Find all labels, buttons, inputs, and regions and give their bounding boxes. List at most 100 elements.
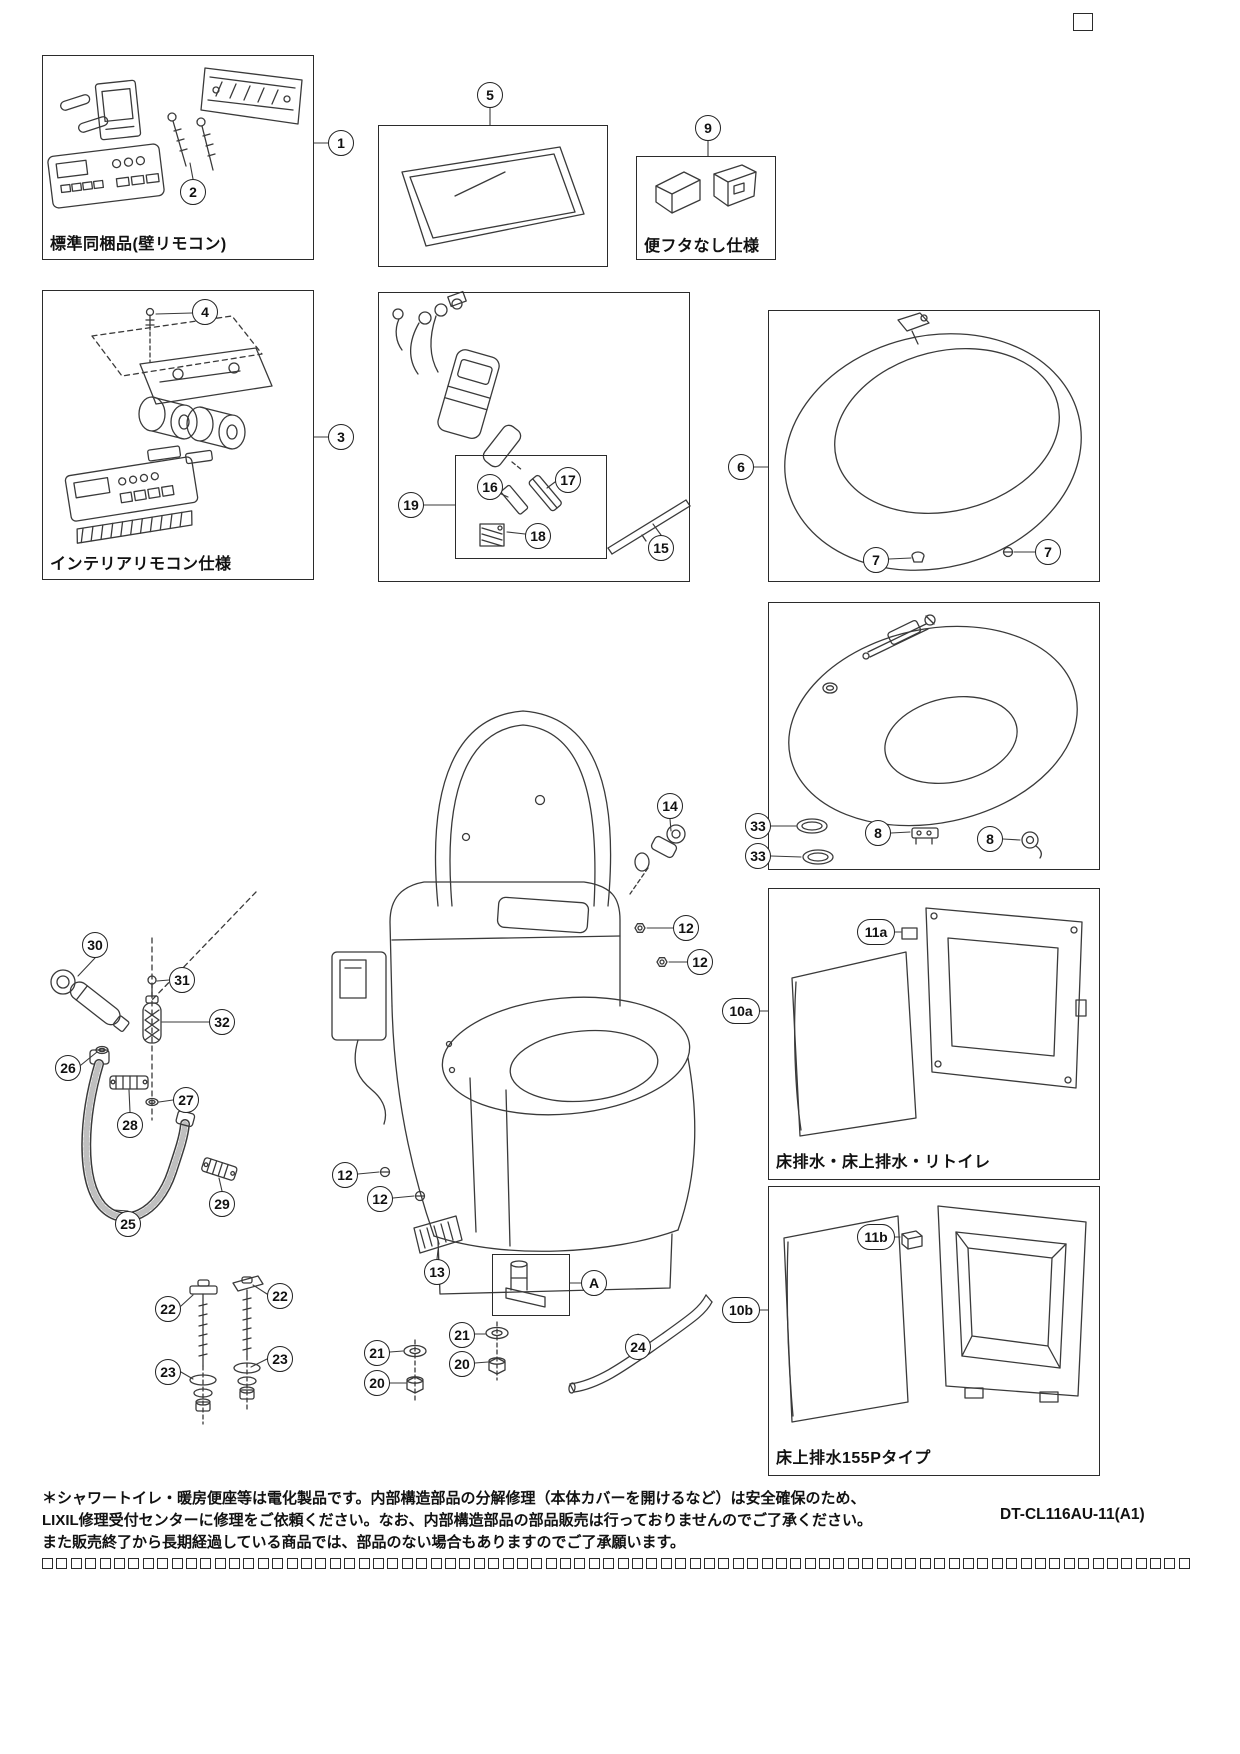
registration-mark — [545, 1558, 557, 1569]
callout-26: 26 — [55, 1055, 81, 1081]
callout-2: 2 — [180, 179, 206, 205]
corner-mark — [1073, 13, 1093, 31]
footnote-line-1: ＊シャワートイレ・暖房便座等は電化製品です。内部構造部品の分解修理（本体カバーを… — [42, 1490, 866, 1507]
caption-interior-remote: インテリアリモコン仕様 — [50, 556, 232, 573]
base-plate-drawing — [401, 146, 585, 247]
registration-mark — [473, 1558, 485, 1569]
registration-marks — [42, 1558, 1198, 1570]
callout-21: 21 — [449, 1322, 475, 1348]
registration-mark — [675, 1558, 687, 1569]
hose-clamp-29-drawing — [201, 1157, 238, 1181]
box-lid — [768, 310, 1100, 582]
registration-mark — [488, 1558, 500, 1569]
registration-mark — [85, 1558, 97, 1569]
lid-screw-icon — [911, 546, 1014, 563]
registration-mark — [157, 1558, 169, 1569]
registration-mark — [804, 1558, 816, 1569]
callout-20: 20 — [449, 1351, 475, 1377]
caption-floor-drain-155p: 床上排水155Pタイプ — [776, 1450, 931, 1467]
registration-mark — [1135, 1558, 1147, 1569]
registration-mark — [272, 1558, 284, 1569]
wall-remote-drawing — [47, 143, 165, 209]
seat-gasket-33-drawing — [796, 818, 834, 865]
registration-mark — [99, 1558, 111, 1569]
registration-mark — [617, 1558, 629, 1569]
nozzle-pipe-16-drawing — [500, 484, 529, 515]
registration-mark — [387, 1558, 399, 1569]
callout-18: 18 — [525, 523, 551, 549]
registration-mark — [401, 1558, 413, 1569]
callout-30: 30 — [82, 932, 108, 958]
registration-mark — [257, 1558, 269, 1569]
registration-mark — [502, 1558, 514, 1569]
footnote: ＊シャワートイレ・暖房便座等は電化製品です。内部構造部品の分解修理（本体カバーを… — [42, 1488, 942, 1553]
callout-13: 13 — [424, 1259, 450, 1285]
footnote-line-2: LIXIL修理受付センターに修理をご依頼ください。なお、内部構造部品の部品販売は… — [42, 1511, 873, 1529]
callout-12: 12 — [673, 915, 699, 941]
interior-remote-parts-drawing — [64, 307, 273, 544]
registration-mark — [876, 1558, 888, 1569]
strainer-13-drawing — [413, 1215, 463, 1254]
registration-mark — [963, 1558, 974, 1569]
callout-22: 22 — [155, 1296, 181, 1322]
box-no-lid — [636, 156, 776, 260]
callout-23: 23 — [267, 1346, 293, 1372]
callout-12: 12 — [332, 1162, 358, 1188]
registration-mark — [128, 1558, 140, 1569]
box-wall-remote — [42, 55, 314, 260]
registration-mark — [113, 1558, 125, 1569]
registration-mark — [1034, 1558, 1046, 1569]
registration-mark — [372, 1558, 384, 1569]
caption-floor-drain: 床排水・床上排水・リトイレ — [776, 1154, 991, 1171]
registration-mark — [660, 1558, 672, 1569]
mounting-plate-drawing — [200, 67, 303, 125]
toilet-seat-drawing — [788, 614, 1078, 865]
registration-mark — [1150, 1558, 1162, 1569]
floor-drain-155p-panels-drawing — [783, 1205, 1087, 1423]
wall-remote-parts-drawing — [47, 67, 303, 209]
box-floor-drain — [768, 888, 1100, 1180]
nut-20-drawing — [488, 1357, 506, 1375]
registration-mark — [315, 1558, 327, 1569]
callout-7: 7 — [1035, 539, 1061, 565]
registration-mark — [761, 1558, 773, 1569]
callout-31: 31 — [169, 967, 195, 993]
callout-6: 6 — [728, 454, 754, 480]
nut-20-drawing — [406, 1376, 424, 1394]
screw-icon — [167, 112, 216, 171]
registration-mark — [747, 1558, 759, 1569]
box-part-a — [492, 1254, 570, 1316]
registration-mark — [689, 1558, 701, 1569]
callout-4: 4 — [192, 299, 218, 325]
toilet-lid-drawing — [784, 312, 1082, 571]
callout-8: 8 — [865, 820, 891, 846]
interior-remote-panel-drawing — [64, 456, 199, 544]
registration-mark — [214, 1558, 226, 1569]
registration-mark — [1049, 1558, 1061, 1569]
floor-drain-panels-drawing — [791, 907, 1087, 1137]
registration-mark — [1063, 1558, 1075, 1569]
callout-23: 23 — [155, 1359, 181, 1385]
registration-mark — [646, 1558, 658, 1569]
registration-mark — [1006, 1558, 1018, 1569]
registration-mark — [56, 1558, 68, 1569]
callout-12: 12 — [367, 1186, 393, 1212]
bolt-22-drawing — [232, 1275, 264, 1357]
registration-mark — [42, 1558, 53, 1569]
caption-wall-remote: 標準同梱品(壁リモコン) — [50, 236, 227, 253]
washer-nut-stack-23-drawing — [233, 1362, 261, 1400]
box-valve-inner — [455, 455, 607, 559]
callout-32: 32 — [209, 1009, 235, 1035]
callout-15: 15 — [648, 535, 674, 561]
registration-mark — [444, 1558, 456, 1569]
registration-mark — [934, 1558, 946, 1569]
callout-A: A — [581, 1270, 607, 1296]
callout-28: 28 — [117, 1112, 143, 1138]
registration-mark — [1178, 1558, 1190, 1569]
registration-mark — [531, 1558, 543, 1569]
callout-5: 5 — [477, 82, 503, 108]
clip-11b-drawing — [901, 1230, 923, 1250]
registration-mark — [142, 1558, 154, 1569]
registration-mark — [344, 1558, 356, 1569]
no-lid-parts-drawing — [655, 164, 757, 214]
